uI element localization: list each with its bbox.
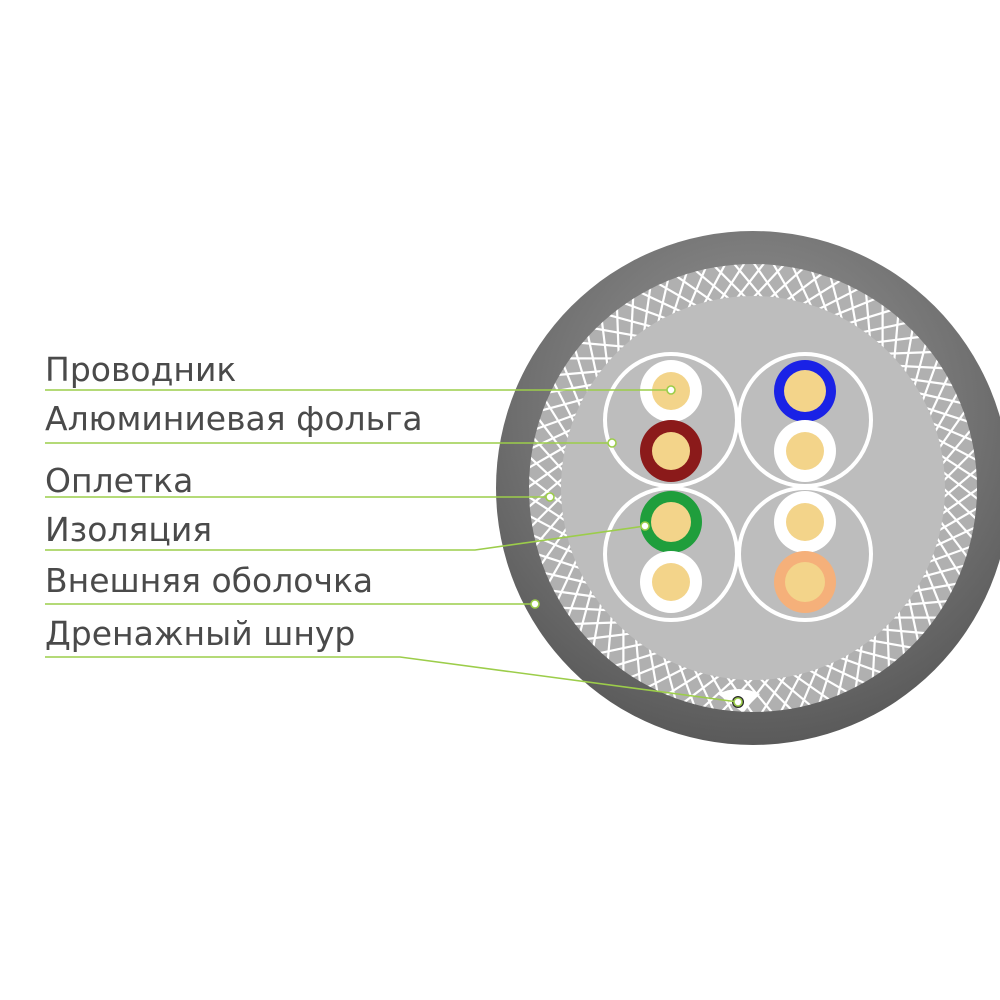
braid-strand bbox=[561, 606, 608, 612]
braid-strand bbox=[836, 652, 850, 698]
braid-strand bbox=[917, 391, 963, 405]
braid-strand bbox=[572, 621, 619, 626]
braid-strand bbox=[719, 264, 747, 302]
pair-bottom-right bbox=[737, 486, 873, 622]
aluminum-foil bbox=[561, 296, 945, 680]
leader-insulation bbox=[45, 525, 646, 551]
braid-strand bbox=[930, 552, 954, 595]
braid-strand bbox=[785, 272, 824, 302]
braid-strand bbox=[562, 364, 582, 409]
braid-strand bbox=[615, 307, 620, 354]
braid-strand bbox=[759, 674, 787, 712]
wire-orange bbox=[774, 551, 836, 613]
braid-strand bbox=[861, 321, 908, 334]
braid-strand bbox=[779, 671, 804, 712]
braid-strand bbox=[687, 266, 708, 310]
label-insulation: Изоляция bbox=[45, 510, 212, 549]
braid-strand bbox=[832, 297, 877, 317]
braid-strand bbox=[936, 437, 977, 462]
braid-strand bbox=[847, 308, 893, 325]
braid-strand bbox=[701, 676, 738, 710]
braid-strand bbox=[613, 651, 659, 668]
braid-strand bbox=[941, 503, 975, 540]
braid-strand bbox=[801, 279, 842, 306]
label-conductor: Проводник bbox=[45, 350, 236, 389]
braid-strand bbox=[935, 536, 962, 577]
braid-strand bbox=[907, 596, 920, 643]
braid-strand bbox=[586, 333, 599, 380]
braid-strand bbox=[931, 422, 975, 443]
label-drain: Дренажный шнур bbox=[45, 614, 355, 653]
braid-strand bbox=[537, 417, 567, 456]
braid-strand bbox=[916, 582, 933, 628]
braid-strand bbox=[887, 350, 934, 355]
braid-strand bbox=[942, 467, 977, 499]
braid-strand bbox=[543, 571, 589, 585]
braid-strand bbox=[924, 406, 970, 423]
braid-strand bbox=[818, 659, 835, 705]
label-braid: Оплетка bbox=[45, 461, 193, 500]
braid-strand bbox=[573, 348, 590, 394]
braid-strand bbox=[897, 609, 906, 657]
wire-green bbox=[640, 491, 702, 553]
braid-strand bbox=[768, 266, 805, 300]
wire-brown bbox=[640, 420, 702, 482]
braid-strand bbox=[664, 670, 705, 697]
braid-strand bbox=[939, 520, 969, 559]
wire-blue bbox=[774, 360, 836, 422]
braid-strand bbox=[529, 475, 565, 506]
braid-strand bbox=[702, 264, 727, 305]
wire-white-2 bbox=[774, 420, 836, 482]
braid-strand bbox=[939, 454, 977, 482]
braid-strand bbox=[941, 470, 977, 501]
braid-strand bbox=[642, 286, 652, 333]
braid-strand bbox=[817, 287, 860, 311]
braid-strand bbox=[629, 659, 674, 679]
braid-strand bbox=[536, 553, 582, 570]
braid-strand bbox=[924, 567, 944, 612]
braid-strand bbox=[656, 278, 670, 324]
braid-strand bbox=[871, 633, 877, 680]
braid-strand bbox=[529, 455, 564, 489]
braid-strand bbox=[735, 264, 766, 300]
braid-strand bbox=[874, 335, 922, 344]
braid-strand bbox=[886, 622, 891, 669]
braid-strand bbox=[529, 494, 567, 522]
braid-strand bbox=[671, 271, 688, 317]
braid-strand bbox=[600, 319, 609, 367]
braid-strand bbox=[598, 642, 645, 655]
label-foil: Алюминиевая фольга bbox=[45, 399, 423, 438]
braid-strand bbox=[682, 674, 721, 704]
wire-white-3 bbox=[640, 551, 702, 613]
braid-strand bbox=[752, 264, 786, 299]
braid-strand bbox=[629, 296, 635, 343]
leader-lines bbox=[45, 385, 743, 707]
braid-strand bbox=[854, 643, 864, 690]
braid-strand bbox=[552, 381, 576, 424]
braid-strand bbox=[908, 377, 955, 387]
braid-strand bbox=[898, 364, 945, 370]
braid-strand bbox=[531, 533, 575, 554]
wire-white-4 bbox=[774, 491, 836, 553]
braid-strand bbox=[529, 514, 570, 539]
braid-strand bbox=[551, 589, 598, 599]
braid-strand bbox=[544, 399, 571, 440]
leader-drain bbox=[45, 656, 739, 703]
label-jacket: Внешняя оболочка bbox=[45, 561, 373, 600]
braid-strand bbox=[646, 665, 689, 689]
braid-strand bbox=[584, 632, 632, 641]
braid-strand bbox=[798, 666, 819, 710]
